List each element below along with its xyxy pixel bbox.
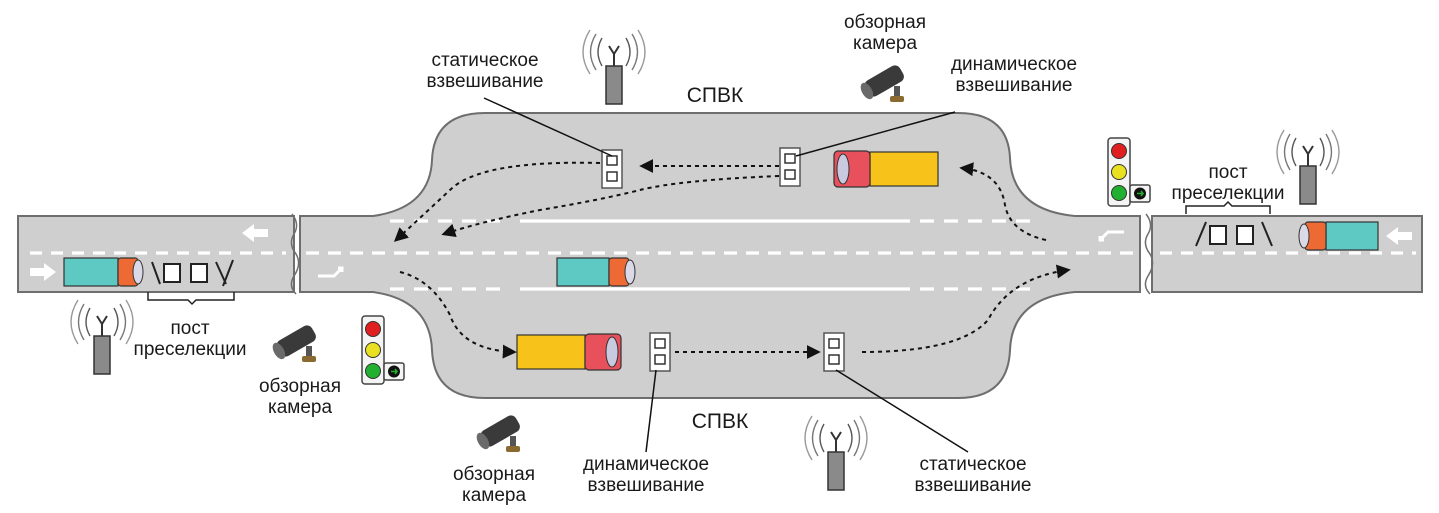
arrow-icon — [242, 224, 268, 242]
static-weighing-label-bottom: статическое взвешивание — [914, 454, 1032, 496]
overview-camera-label-bottom: обзорная камера — [452, 464, 535, 506]
antenna-icon — [582, 29, 646, 105]
route-arrows — [393, 159, 1071, 359]
preselection-post-label-right: пост преселекции — [1171, 162, 1285, 204]
spvk-label-bottom: СПВК — [691, 410, 749, 433]
lane-markings — [30, 219, 1416, 291]
camera-icon — [858, 63, 907, 102]
weigh-station-area — [299, 112, 1141, 399]
preselection-post-label-left: пост преселекции — [133, 318, 247, 360]
callout-lines — [483, 97, 969, 453]
arrow-icon — [30, 263, 56, 281]
lane-arrows — [30, 224, 1412, 281]
truck-icon — [833, 150, 939, 188]
turn-arrow-icon — [318, 266, 344, 278]
overview-camera-label-top: обзорная камера — [843, 12, 926, 54]
traffic-light-icon — [361, 315, 405, 385]
preselection-post-left-gate — [147, 259, 235, 306]
truck-icon — [516, 333, 622, 371]
truck-icon — [556, 257, 636, 287]
antenna-icon — [804, 415, 868, 491]
weigh-sensor-icon — [823, 332, 845, 372]
turn-arrow-icon — [1098, 230, 1124, 242]
dynamic-weighing-label-top: динамическое взвешивание — [950, 54, 1078, 96]
truck-icon — [1298, 221, 1379, 251]
weigh-sensor-icon — [649, 332, 671, 372]
camera-icon — [270, 323, 319, 362]
camera-icon — [474, 413, 523, 452]
truck-icon — [63, 257, 144, 287]
weigh-sensor-icon — [779, 147, 801, 187]
static-weighing-label-top: статическое взвешивание — [426, 50, 544, 92]
spvk-label-top: СПВК — [686, 84, 744, 107]
arrow-icon — [1386, 227, 1412, 245]
dynamic-weighing-label-bottom: динамическое взвешивание — [582, 454, 710, 496]
preselection-post-right-gate — [1185, 200, 1273, 247]
overview-camera-label-left: обзорная камера — [258, 376, 341, 418]
traffic-light-icon — [1107, 137, 1151, 207]
